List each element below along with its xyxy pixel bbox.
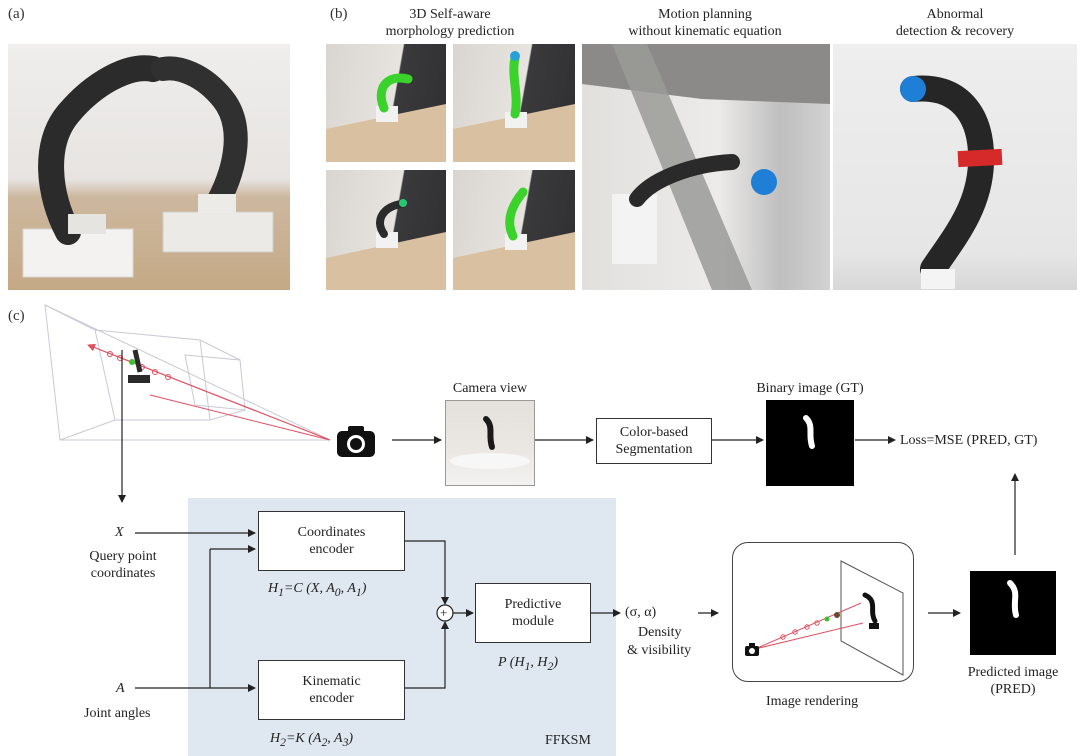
color-segmentation-box: Color-based Segmentation	[596, 418, 712, 464]
predicted-image	[970, 571, 1056, 655]
camera-view-image	[445, 400, 535, 486]
predictive-module-box: Predictive module	[475, 583, 591, 643]
ffksm-label: FFKSM	[545, 733, 591, 748]
predictive-module-line2: module	[512, 614, 554, 629]
density-label: Density	[638, 625, 682, 640]
header-abnormal-detection-line2: detection & recovery	[895, 24, 1015, 39]
frustum-scene	[44, 304, 331, 441]
header-abnormal-detection: Abnormal detection & recovery	[860, 6, 1050, 40]
output-tuple: (σ, α)	[625, 605, 657, 620]
query-symbol: X	[115, 525, 124, 540]
image-rendering-frame	[732, 542, 914, 682]
robot-pair-illustration	[22, 55, 274, 278]
query-point-line1: Query point	[89, 549, 157, 564]
h1-equation: H1=C (X, A0, A1)	[268, 581, 367, 599]
kinematic-encoder-box: Kinematic encoder	[258, 660, 405, 720]
header-morphology-line2: morphology prediction	[385, 24, 515, 39]
morphology-photo-1	[326, 44, 446, 162]
plus-sign: +	[440, 605, 448, 620]
loss-label: Loss=MSE (PRED, GT)	[900, 433, 1038, 448]
morphology-photo-4	[453, 170, 575, 290]
visibility-label: & visibility	[627, 643, 692, 658]
color-segmentation-label: Color-based Segmentation	[615, 425, 693, 457]
panel-b-letter: (b)	[330, 6, 348, 22]
motion-planning-photo	[582, 44, 830, 290]
joint-symbol: A	[116, 681, 125, 696]
morphology-photo-3	[326, 170, 446, 290]
header-abnormal-detection-line1: Abnormal	[926, 7, 984, 22]
coordinates-encoder-line2: encoder	[309, 542, 354, 557]
robot-pair-photo	[8, 44, 290, 290]
p-equation: P (H1, H2)	[498, 655, 559, 673]
predicted-image-line1: Predicted image	[967, 665, 1059, 680]
query-point-line2: coordinates	[90, 566, 156, 581]
coordinates-encoder-line1: Coordinates	[297, 525, 366, 540]
binary-image-label: Binary image (GT)	[756, 381, 864, 396]
header-morphology: 3D Self-aware morphology prediction	[360, 6, 540, 40]
abnormal-detection-photo	[833, 44, 1077, 290]
predicted-image-line2: (PRED)	[990, 682, 1036, 697]
query-point-label: Query point coordinates	[80, 548, 166, 582]
header-motion-planning-line1: Motion planning	[658, 7, 752, 22]
small-camera-icon	[745, 643, 759, 656]
panel-a-letter: (a)	[8, 6, 25, 22]
morphology-photo-2	[453, 44, 575, 162]
camera-view-label: Camera view	[452, 381, 528, 396]
coordinates-encoder-box: Coordinates encoder	[258, 511, 405, 571]
joint-angles-label: Joint angles	[84, 706, 151, 721]
camera-icon	[336, 424, 376, 458]
image-rendering-label: Image rendering	[766, 694, 859, 709]
panel-c-letter: (c)	[8, 308, 25, 324]
header-motion-planning-line2: without kinematic equation	[628, 24, 782, 39]
h2-equation: H2=K (A2, A3)	[270, 731, 354, 749]
header-motion-planning: Motion planning without kinematic equati…	[600, 6, 810, 40]
binary-image-gt	[766, 400, 854, 486]
header-morphology-line1: 3D Self-aware	[409, 7, 491, 22]
predicted-image-label: Predicted image (PRED)	[950, 664, 1076, 698]
kinematic-encoder-line2: encoder	[309, 691, 354, 706]
kinematic-encoder-line1: Kinematic	[302, 674, 361, 689]
predictive-module-line1: Predictive	[504, 597, 562, 612]
